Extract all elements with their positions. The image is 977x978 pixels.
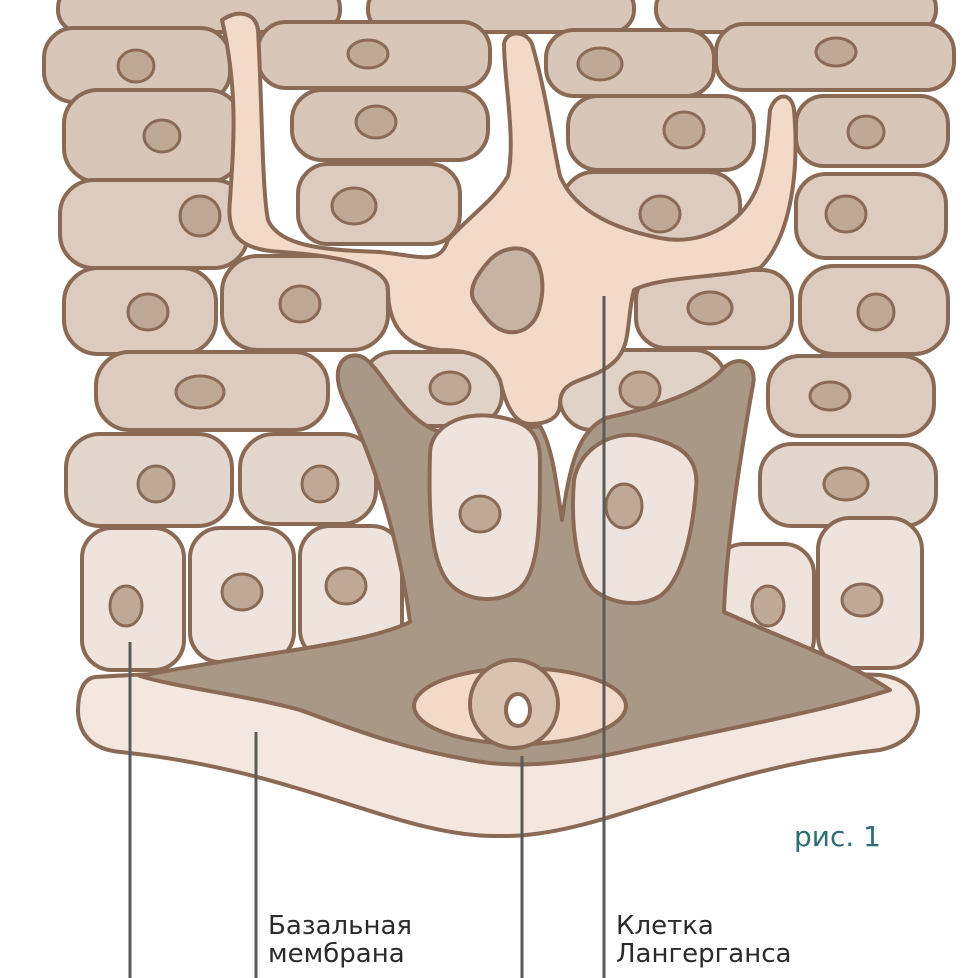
nucleus xyxy=(842,584,882,616)
nucleus xyxy=(128,294,168,330)
nucleus xyxy=(620,372,660,408)
nucleus xyxy=(280,286,320,322)
nucleus xyxy=(752,586,784,626)
nucleus xyxy=(326,568,366,604)
nucleus xyxy=(858,294,894,330)
label-line-2: мембрана xyxy=(268,940,412,968)
label-basal-membrane: Базальная мембрана xyxy=(268,912,412,968)
nucleus xyxy=(824,468,868,500)
nucleus xyxy=(810,382,850,410)
nucleus xyxy=(578,48,622,80)
nucleus xyxy=(606,484,642,528)
nucleus xyxy=(118,50,154,82)
nucleus xyxy=(640,196,680,232)
nucleus xyxy=(430,372,470,404)
nucleus xyxy=(688,292,732,324)
nucleus xyxy=(144,120,180,152)
label-line-1: Клетка xyxy=(616,912,791,940)
nucleolus xyxy=(506,694,530,726)
nucleus xyxy=(356,106,396,138)
nucleus xyxy=(222,574,262,610)
label-langerhans-cell: Клетка Лангерганса xyxy=(616,912,791,968)
nucleus xyxy=(826,196,866,232)
nucleus xyxy=(176,376,224,408)
nucleus xyxy=(816,38,856,66)
nucleus xyxy=(180,196,220,236)
keratinocyte xyxy=(796,174,946,258)
nucleus xyxy=(848,116,884,148)
nucleus xyxy=(138,466,174,502)
nucleus xyxy=(348,40,388,68)
nucleus xyxy=(664,112,704,148)
figure-label: рис. 1 xyxy=(794,820,881,853)
keratinocyte xyxy=(568,96,754,170)
nucleus xyxy=(460,496,500,532)
label-line-1: Базальная xyxy=(268,912,412,940)
nucleus xyxy=(110,586,142,626)
keratinocyte xyxy=(298,164,460,244)
nucleus xyxy=(332,188,376,224)
label-line-2: Лангерганса xyxy=(616,940,791,968)
nucleus xyxy=(302,466,338,502)
keratinocyte xyxy=(546,30,714,96)
